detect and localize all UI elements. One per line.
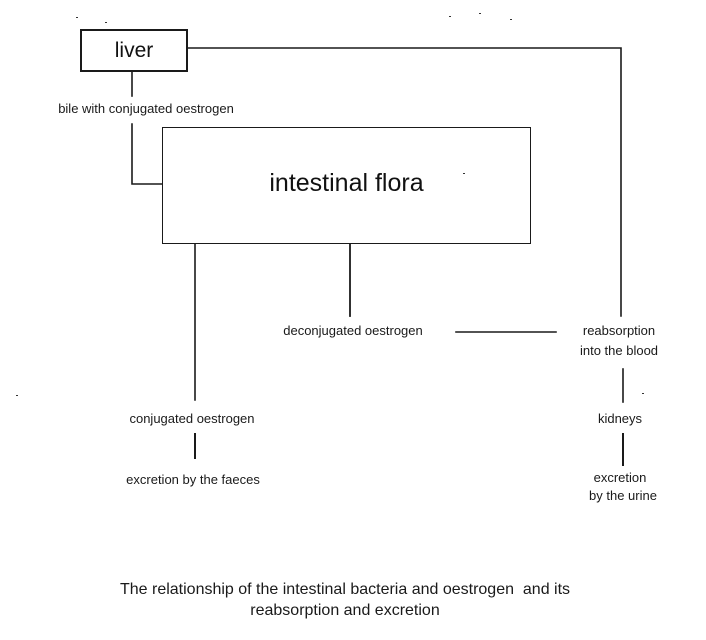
deconjugated-oestrogen-label: deconjugated oestrogen [283, 323, 423, 338]
kidneys-label: kidneys [597, 411, 643, 426]
reabsorption-label-line1: reabsorption [582, 323, 656, 338]
edge-liver-to-reabsorption [187, 47, 622, 317]
caption-line1: The relationship of the intestinal bacte… [119, 581, 571, 598]
scan-speck [479, 13, 481, 14]
scan-speck [510, 19, 512, 20]
liver-node: liver [80, 29, 188, 72]
scan-speck [16, 395, 18, 396]
scan-speck [76, 17, 78, 18]
bile-label: bile with conjugated oestrogen [58, 101, 234, 116]
scan-speck [449, 16, 451, 17]
scan-speck [463, 173, 465, 174]
caption-line2: reabsorption and excretion [250, 602, 440, 619]
excretion-urine-label-line2: by the urine [589, 488, 657, 503]
intestinal-flora-node: intestinal flora [162, 127, 531, 244]
intestinal-flora-label: intestinal flora [269, 169, 424, 197]
excretion-urine-label-line1: excretion [593, 470, 647, 485]
scan-speck [105, 22, 107, 23]
excretion-faeces-label: excretion by the faeces [126, 472, 260, 487]
liver-label: liver [114, 38, 154, 62]
edge-bile-to-flora [131, 123, 164, 185]
reabsorption-label-line2: into the blood [579, 343, 659, 358]
scan-speck [642, 393, 644, 394]
conjugated-oestrogen-label: conjugated oestrogen [129, 411, 255, 426]
